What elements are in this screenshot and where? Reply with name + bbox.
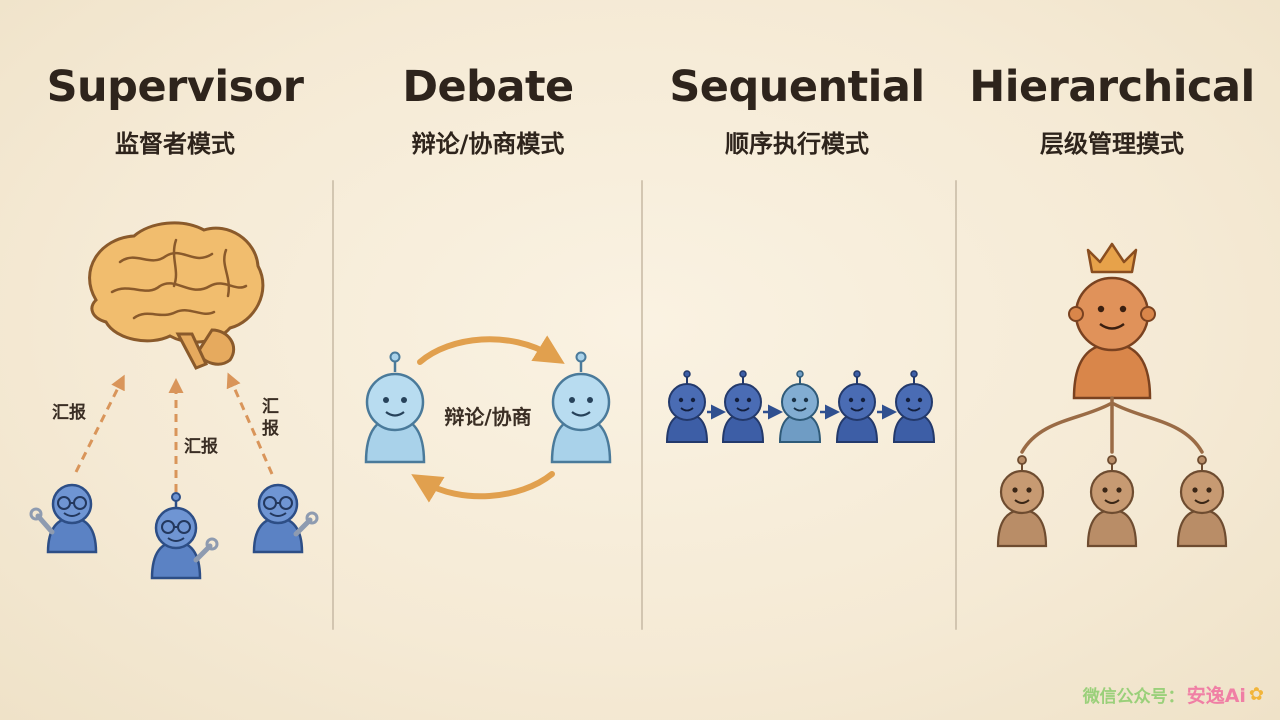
subordinate-robot-left-icon bbox=[996, 455, 1048, 548]
sequential-robot-3-icon bbox=[778, 370, 822, 443]
supervisor-subtitle: 监督者模式 bbox=[115, 130, 235, 158]
debate-robot-left-icon bbox=[364, 351, 426, 464]
column-divider-1 bbox=[332, 180, 334, 630]
hierarchical-title: Hierarchical bbox=[969, 62, 1255, 112]
bird-icon: ✿ bbox=[1248, 684, 1264, 705]
debate-arrow-top bbox=[417, 335, 565, 365]
debate-subtitle: 辩论/协商模式 bbox=[411, 130, 565, 158]
hierarchy-branches bbox=[1020, 396, 1204, 454]
sequential-robot-1-icon bbox=[665, 370, 709, 443]
column-divider-3 bbox=[955, 180, 957, 630]
subordinate-robot-center-icon bbox=[1086, 455, 1138, 548]
hierarchical-subtitle: 层级管理摸式 bbox=[1040, 130, 1184, 158]
debate-center-label: 辩论/协商 bbox=[444, 405, 531, 429]
brain-icon bbox=[88, 221, 265, 370]
crown-icon bbox=[1086, 242, 1138, 274]
report-arrows bbox=[74, 372, 274, 492]
report-label-right-top: 汇 bbox=[262, 397, 279, 417]
leader-robot-icon bbox=[1068, 276, 1156, 400]
report-arrow-left bbox=[74, 374, 125, 473]
worker-robot-center-icon bbox=[150, 492, 219, 580]
worker-robot-left-icon bbox=[29, 483, 98, 554]
sequential-subtitle: 顺序执行模式 bbox=[725, 130, 869, 158]
sequential-title: Sequential bbox=[669, 62, 925, 112]
column-divider-2 bbox=[641, 180, 643, 630]
watermark: 微信公众号： 安逸Ai ✿ bbox=[1083, 681, 1264, 708]
debate-arrow-bottom bbox=[411, 471, 555, 503]
sequential-robot-5-icon bbox=[892, 370, 936, 443]
sequential-chain bbox=[665, 370, 936, 443]
supervisor-title: Supervisor bbox=[46, 62, 304, 112]
report-label-right-bottom: 报 bbox=[262, 418, 279, 439]
sequential-robot-4-icon bbox=[835, 370, 879, 443]
report-label-left: 汇报 bbox=[52, 402, 86, 423]
subordinate-robot-right-icon bbox=[1176, 455, 1228, 548]
debate-arrows bbox=[411, 335, 565, 503]
report-label-center: 汇报 bbox=[184, 436, 218, 457]
debate-title: Debate bbox=[402, 62, 574, 112]
debate-robot-right-icon bbox=[550, 351, 612, 464]
watermark-name: 安逸Ai bbox=[1186, 685, 1246, 707]
watermark-prefix: 微信公众号： bbox=[1082, 687, 1185, 707]
report-arrow-right bbox=[226, 372, 274, 475]
sequential-robot-2-icon bbox=[721, 370, 765, 443]
worker-robot-right-icon bbox=[252, 483, 319, 554]
